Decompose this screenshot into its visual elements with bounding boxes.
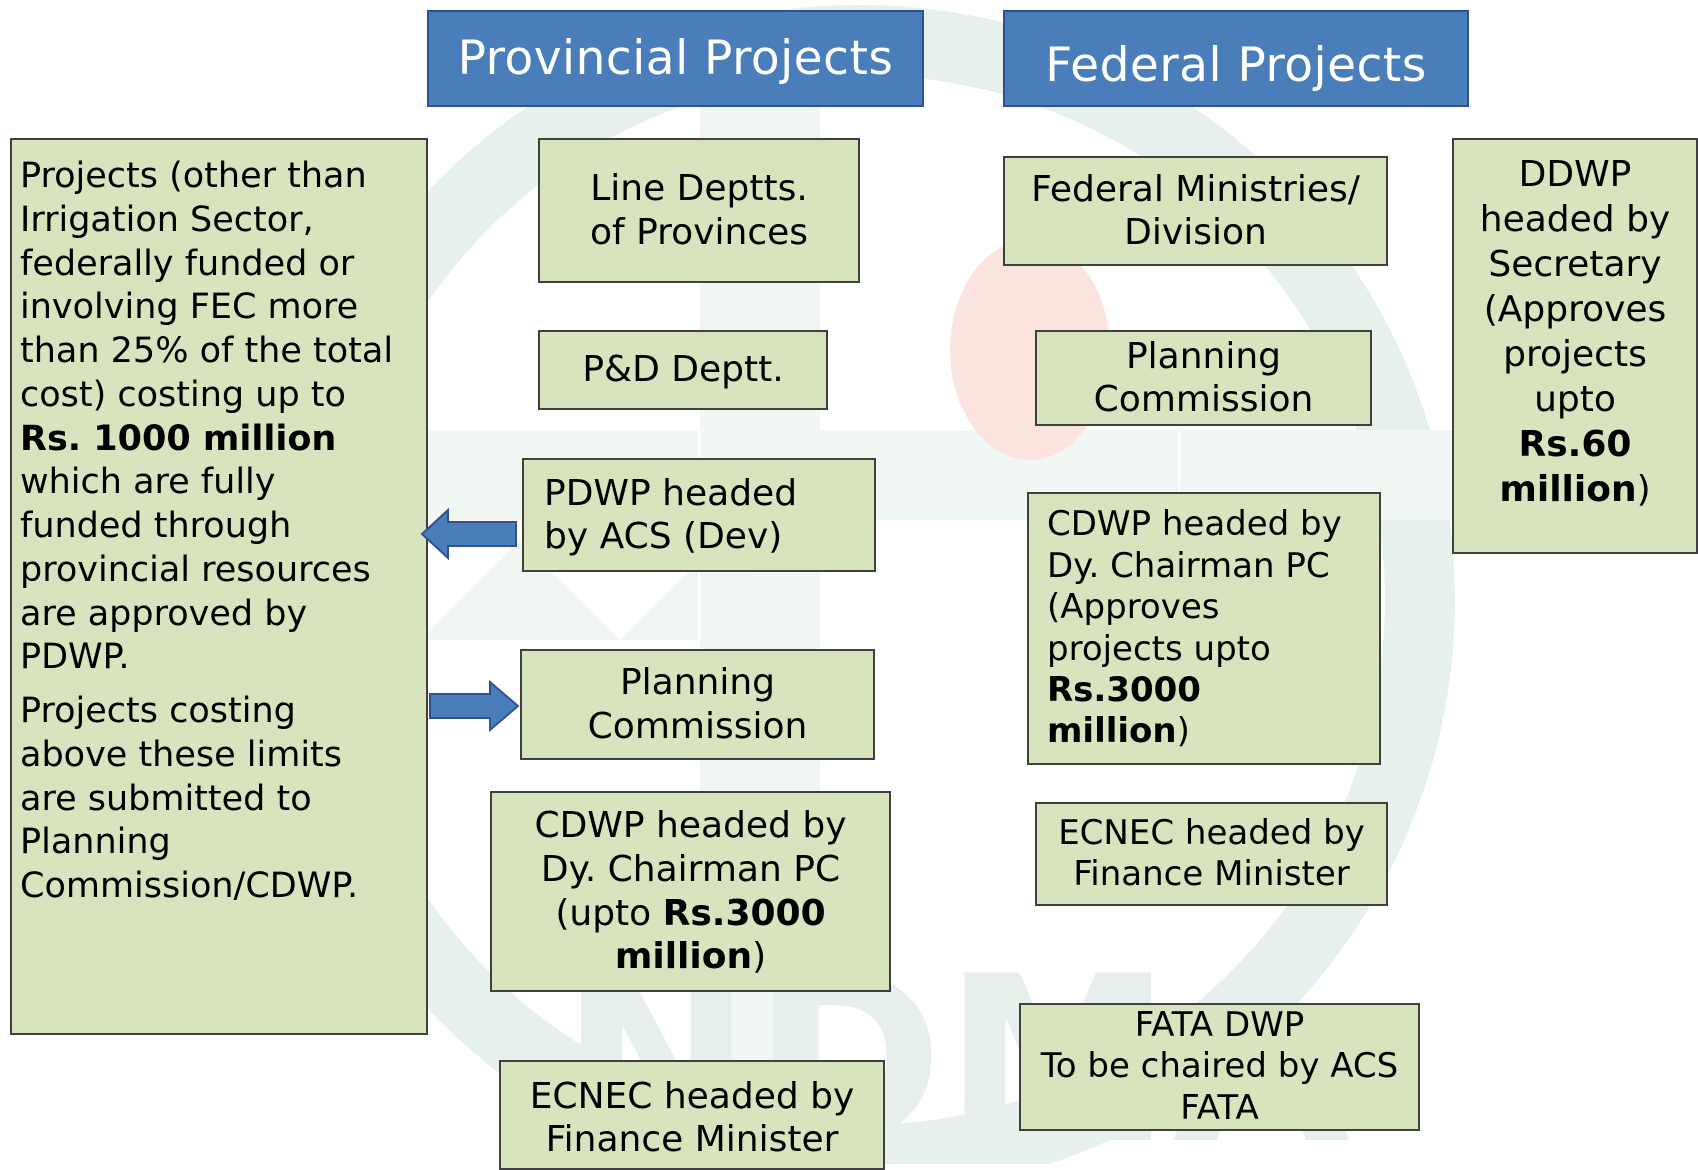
box-text: Finance Minister [545,1119,839,1161]
box-text: Dy. Chairman PC [540,848,841,890]
note-line: involving FEC more [20,287,359,328]
line-deptts-box: Line Deptts. of Provinces [538,138,860,283]
connector-line [1178,266,1180,330]
provincial-approval-note: Projects (other than Irrigation Sector, … [10,138,428,1035]
provincial-planning-commission-box: Planning Commission [520,649,875,760]
note-line: Irrigation Sector, [20,199,314,240]
box-text-part: ) [752,936,767,978]
note-line: above these limits [20,734,343,775]
federal-projects-title: Federal Projects [1045,38,1427,93]
box-text: P&D Deptt. [582,349,784,391]
fata-dwp-box: FATA DWP To be chaired by ACS FATA [1019,1003,1420,1131]
box-text: ECNEC headed by [529,1076,855,1117]
box-text: Secretary [1488,244,1662,285]
provincial-projects-title: Provincial Projects [457,31,894,86]
note-line: Projects (other than [20,156,367,196]
federal-cdwp-box: CDWP headed by Dy. Chairman PC (Approves… [1027,492,1381,765]
connector-line [682,760,684,791]
federal-planning-commission-box: Planning Commission [1035,330,1372,426]
pdwp-box: PDWP headed by ACS (Dev) [522,458,876,572]
provincial-cdwp-box: CDWP headed by Dy. Chairman PC (upto Rs.… [490,791,891,992]
note-line: Projects costing [20,691,296,731]
box-text: headed by [1479,199,1671,240]
note-line: PDWP. [20,637,130,678]
connector-line [1178,426,1180,492]
box-text: million) [1047,711,1190,752]
box-text: Line Deptts. [590,168,808,210]
box-text: Planning [619,662,776,704]
box-text: ECNEC headed by [1058,813,1365,854]
ddwp-limit-amount: Rs.60 [1518,424,1632,465]
box-text: Federal Ministries/ [1031,168,1360,210]
note-paragraph-2: Projects costing above these limits are … [20,690,358,909]
box-text: by ACS (Dev) [544,516,783,557]
box-text: (upto Rs.3000 [555,892,825,936]
federal-ministries-box: Federal Ministries/ Division [1003,156,1388,266]
box-text: million) [615,935,766,979]
box-text: million) [1499,467,1650,512]
box-text: Finance Minister [1073,854,1350,894]
box-text: projects upto [1047,628,1271,669]
box-text: Commission [587,705,808,747]
box-text: FATA DWP [1134,1004,1305,1045]
provincial-projects-header: Provincial Projects [427,10,924,107]
connector-line [698,410,700,458]
note-paragraph-1: Projects (other than Irrigation Sector, … [20,155,393,680]
connector-line [698,572,700,649]
note-line: federally funded or [20,243,355,284]
box-text: PDWP headed [544,472,798,514]
box-text-part: ) [1176,711,1190,752]
box-text: (Approves [1483,289,1667,330]
note-line: cost) costing up to [20,374,346,415]
box-text: upto [1534,379,1616,420]
box-text: To be chaired by ACS [1040,1046,1399,1087]
connector-line [698,283,700,328]
box-text: FATA [1180,1087,1259,1128]
box-text: Dy. Chairman PC [1047,545,1330,586]
ddwp-box: DDWP headed by Secretary (Approves proje… [1452,138,1698,554]
provincial-ecnec-box: ECNEC headed by Finance Minister [499,1060,885,1170]
federal-projects-header: Federal Projects [1003,10,1469,107]
pnd-deptt-box: P&D Deptt. [538,330,828,410]
cdwp-limit-unit: million [614,936,753,978]
box-text-part: ) [1636,469,1651,510]
right-arrow-icon [429,680,520,732]
note-line: Planning [20,822,171,863]
box-text: CDWP headed by [1047,504,1342,545]
left-arrow-icon [420,508,517,560]
box-text: Commission [1093,379,1314,420]
note-line: provincial resources [20,549,371,590]
box-text: (Approves [1047,587,1220,628]
note-line: than 25% of the total [20,331,394,371]
box-text: Division [1124,212,1267,253]
box-text: Planning [1125,335,1282,377]
note-line: are submitted to [20,778,312,819]
box-text: DDWP [1518,154,1632,195]
note-line: which are fully [20,462,276,503]
note-line: Commission/CDWP. [20,866,359,906]
note-limit-amount: Rs. 1000 million [20,418,337,459]
cdwp-limit-amount: Rs.3000 [1047,669,1201,710]
note-line: are approved by [20,593,308,634]
box-text-part: (upto [555,892,663,934]
box-text: CDWP headed by [534,804,847,846]
note-line: funded through [20,506,292,546]
cdwp-limit-amount: Rs.3000 [662,892,826,934]
box-text: projects [1503,334,1647,375]
ddwp-limit-unit: million [1499,469,1637,510]
box-text: of Provinces [589,211,809,253]
cdwp-limit-unit: million [1047,711,1177,752]
federal-ecnec-box: ECNEC headed by Finance Minister [1035,802,1388,906]
